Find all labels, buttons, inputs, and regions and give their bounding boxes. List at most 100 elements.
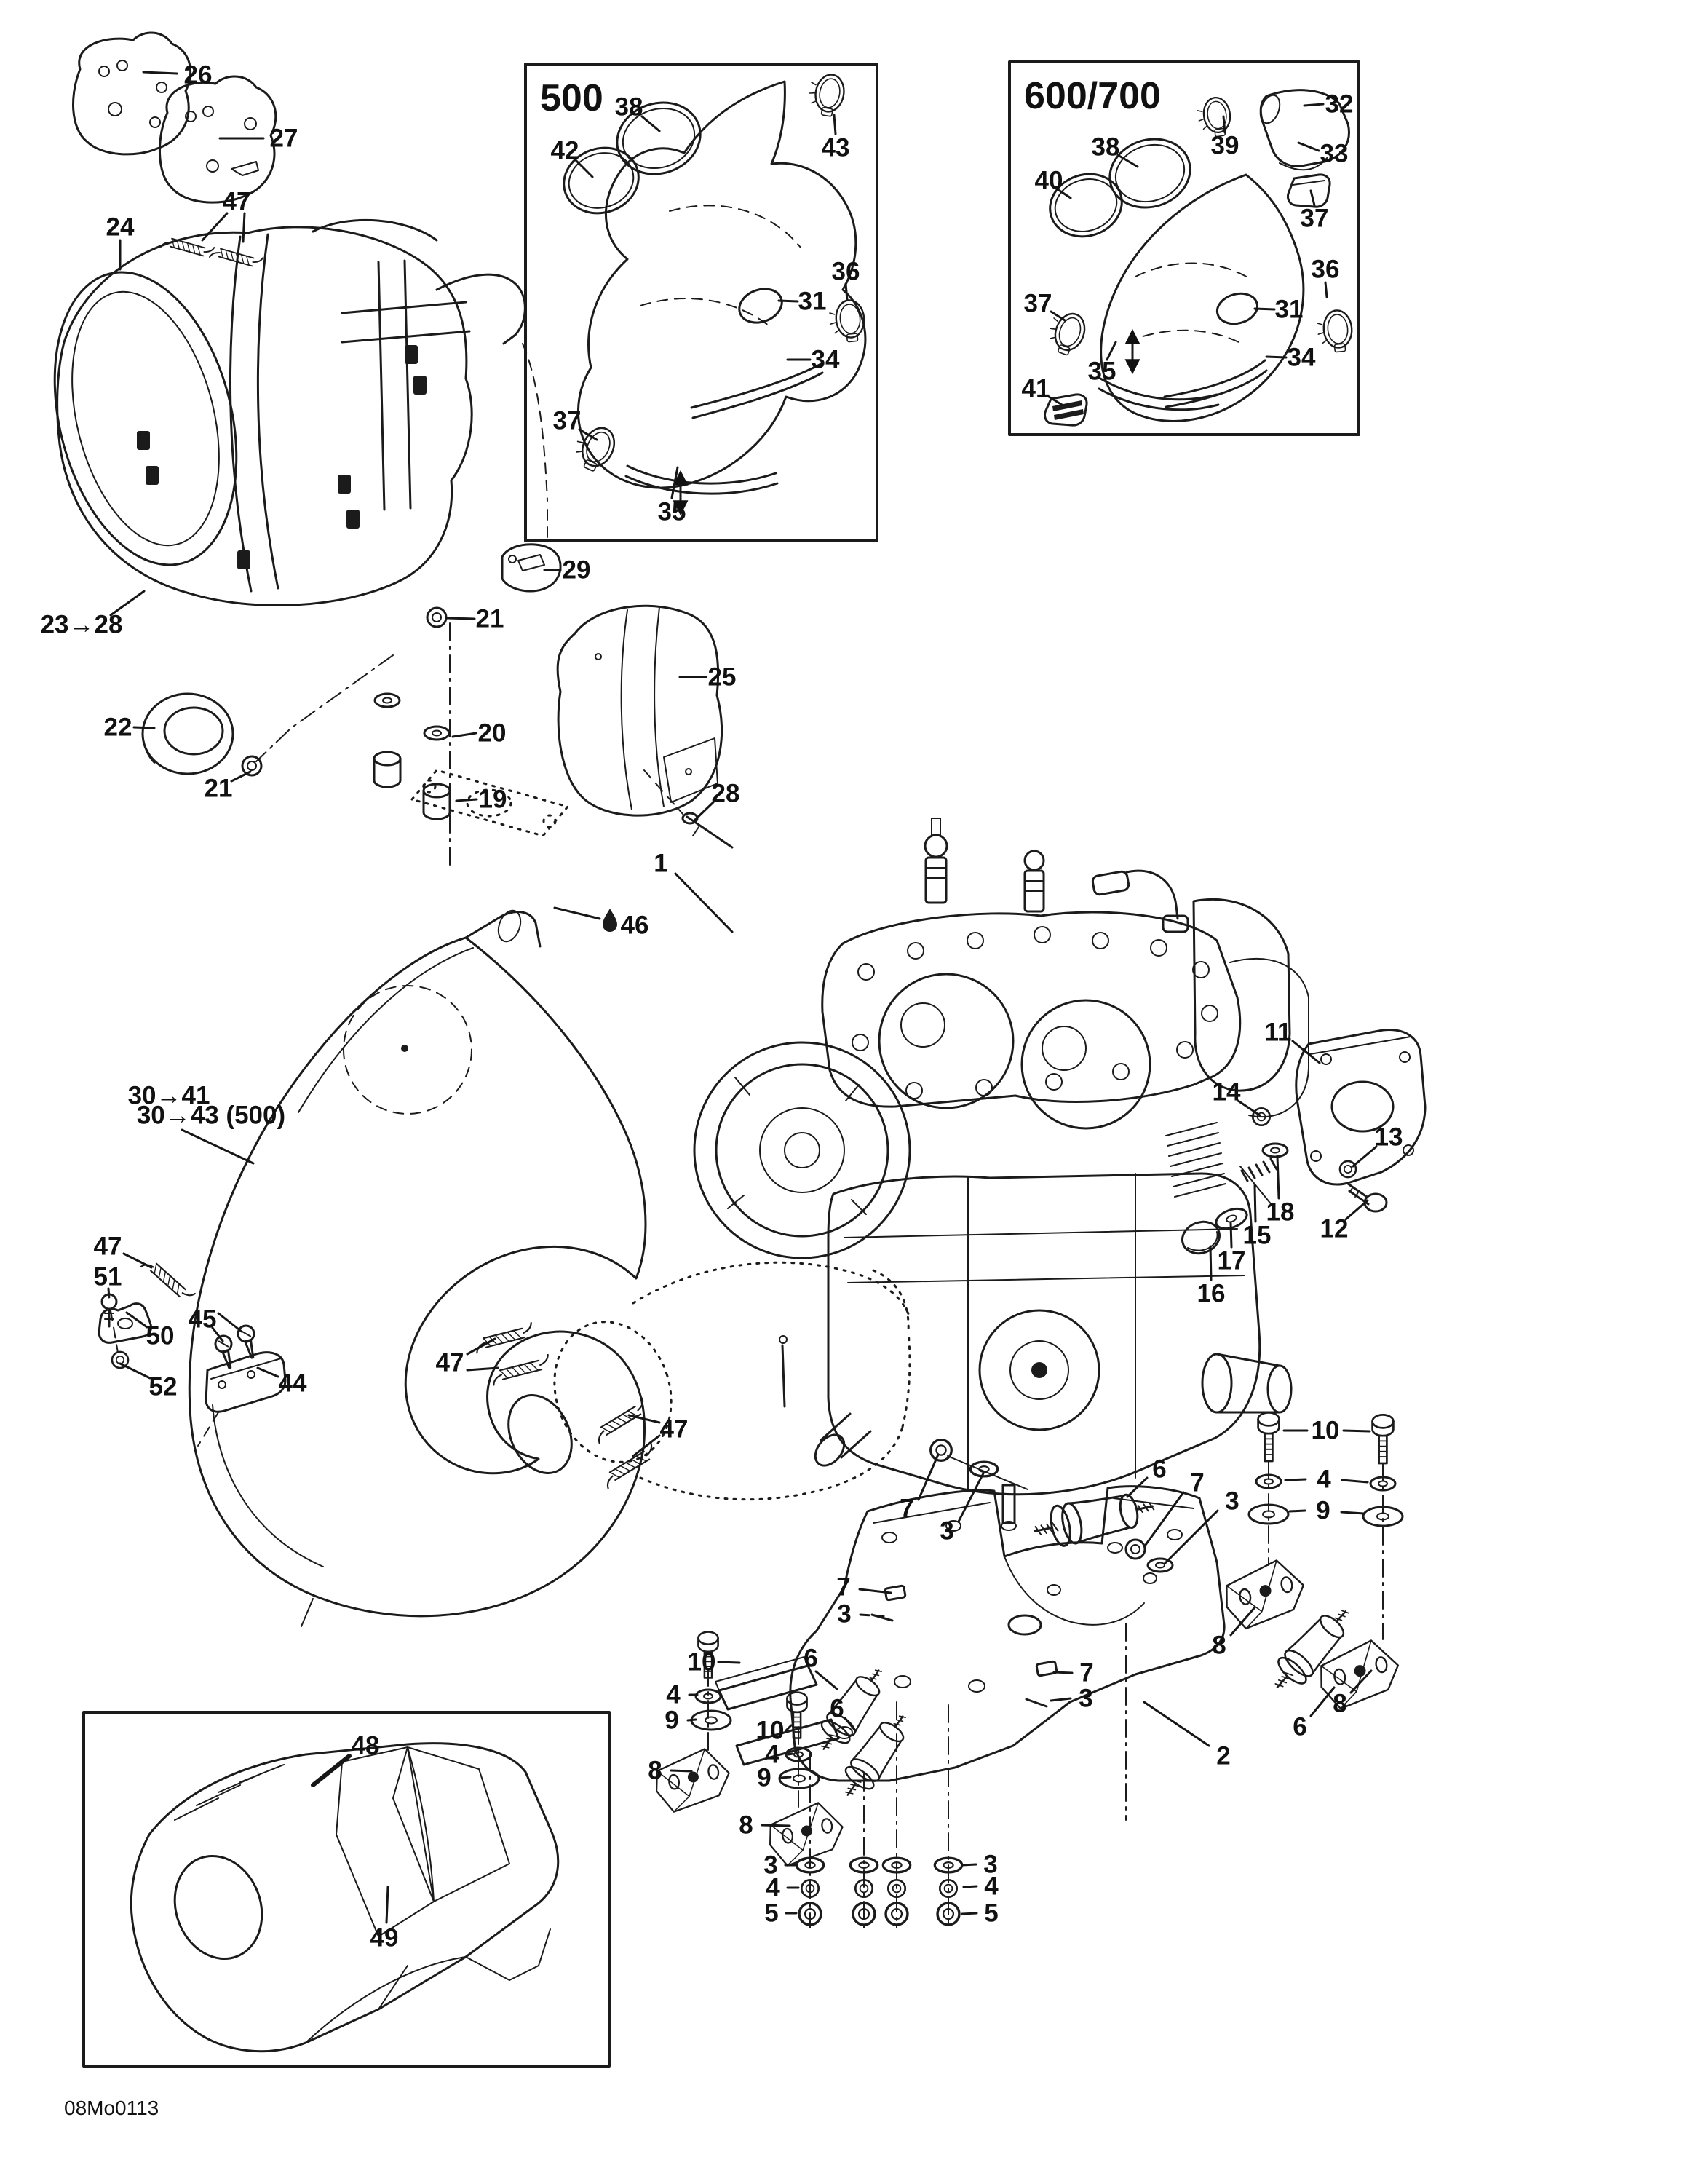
callout-number: 18 — [1266, 1198, 1295, 1227]
panel-600-700: 600/700 — [1008, 60, 1360, 436]
callout-49: 49 — [370, 1886, 399, 1952]
callout-20: 20 — [451, 719, 507, 748]
fuel-fitting — [1091, 869, 1189, 933]
callout-number: 6 — [830, 1695, 844, 1723]
leader-line — [1163, 1509, 1219, 1565]
leader-line — [1143, 1701, 1210, 1747]
leader-line — [181, 1128, 255, 1165]
leader-line — [961, 1912, 978, 1915]
callout-number: 19 — [479, 786, 507, 814]
callout-52: 52 — [119, 1362, 177, 1401]
callout-4: 4 — [1284, 1465, 1369, 1494]
callout-number: 42 — [551, 137, 579, 165]
leader-line — [466, 1337, 496, 1356]
support-pad-29 — [501, 543, 562, 593]
callout-number: 36 — [1312, 256, 1340, 284]
water-elbow — [814, 1412, 872, 1467]
callout-number: 3 — [1225, 1487, 1239, 1516]
callout-4: 4 — [766, 1874, 800, 1902]
callout-45: 45 — [189, 1305, 243, 1342]
callout-42: 42 — [551, 137, 594, 178]
leader-line — [107, 1287, 111, 1300]
muffler-mount-stack — [141, 606, 569, 869]
leader-line — [670, 1769, 693, 1773]
callout-3: 3 — [763, 1851, 798, 1880]
heat-shield-48 — [392, 1746, 510, 1902]
callout-number: 12 — [1320, 1215, 1349, 1243]
callout-number: 35 — [658, 498, 686, 526]
callout-number: 29 — [563, 556, 591, 585]
leader-line — [761, 1824, 791, 1827]
exhaust-manifold-dotted — [553, 1261, 911, 1501]
callout-6: 6 — [1293, 1686, 1336, 1741]
leader-line — [1237, 1099, 1261, 1117]
callout-number: 26 — [184, 61, 213, 90]
callout-number: 50 — [146, 1322, 175, 1350]
leader-line — [957, 1472, 985, 1523]
callout-17: 17 — [1218, 1222, 1245, 1275]
callout-number: 20 — [478, 719, 507, 748]
callout-19: 19 — [455, 786, 507, 814]
leader-line — [466, 1366, 499, 1372]
heat-shield-25 — [556, 604, 723, 817]
callout-number: 47 — [436, 1349, 464, 1377]
spring-15 — [1240, 1158, 1278, 1182]
callout-number: 34 — [1288, 344, 1316, 372]
callout-number: 21 — [205, 775, 233, 803]
callout-41: 41 — [1022, 375, 1063, 406]
leader-line — [553, 906, 601, 920]
leader-line — [1303, 103, 1325, 107]
leader-line — [917, 1453, 940, 1501]
callout-34: 34 — [1265, 344, 1316, 372]
callout-30-41: 30→41 — [128, 1082, 210, 1110]
callout-number: 49 — [370, 1924, 399, 1952]
leader-line — [1309, 1686, 1336, 1717]
heat-shield-49 — [336, 1746, 435, 1937]
callout-39: 39 — [1211, 115, 1239, 160]
leader-line — [814, 1670, 838, 1690]
callout-12: 12 — [1320, 1199, 1369, 1243]
callout-18: 18 — [1266, 1155, 1295, 1227]
callout-48: 48 — [311, 1732, 379, 1787]
leader-line — [1340, 1511, 1365, 1515]
callout-number: 47 — [223, 188, 251, 216]
callout-2: 2 — [1143, 1701, 1231, 1770]
leader-line — [125, 1311, 148, 1329]
leader-line — [311, 1754, 352, 1787]
leader-line — [674, 872, 734, 933]
callout-number: 8 — [739, 1811, 753, 1840]
leader-line — [211, 1326, 224, 1342]
callout-29: 29 — [543, 556, 591, 585]
muffler-24 — [53, 218, 548, 606]
pad-37 — [1287, 173, 1331, 208]
callout-number: 8 — [1333, 1690, 1346, 1718]
callout-number: 34 — [812, 346, 840, 374]
callout-34: 34 — [786, 346, 840, 374]
callout-3: 3 — [1050, 1685, 1093, 1713]
callout-35: 35 — [1088, 341, 1117, 386]
pipe-500 — [563, 70, 868, 516]
callout-number: 51 — [94, 1263, 122, 1291]
leader-line — [1056, 188, 1072, 199]
cap-16 — [1181, 1220, 1221, 1255]
callout-number: 46 — [621, 911, 649, 940]
leader-line — [1106, 341, 1117, 361]
callout-38: 38 — [615, 93, 661, 132]
callout-number: 3 — [763, 1851, 777, 1880]
callout-5: 5 — [764, 1899, 798, 1928]
leader-line — [1309, 189, 1316, 207]
callout-number: 5 — [764, 1899, 778, 1928]
callout-31: 31 — [1253, 296, 1303, 324]
callout-number: 9 — [665, 1706, 678, 1735]
callout-number: 37 — [1024, 290, 1052, 318]
callout-21: 21 — [445, 605, 504, 633]
callout-3: 3 — [940, 1472, 985, 1546]
pipe-guard-44-45 — [197, 1323, 287, 1447]
leader-line — [632, 1434, 661, 1457]
callout-number: 36 — [832, 258, 860, 286]
callout-3: 3 — [837, 1600, 885, 1629]
leader-line — [445, 617, 476, 620]
callout-number: 24 — [106, 213, 135, 242]
callout-22: 22 — [104, 713, 156, 742]
